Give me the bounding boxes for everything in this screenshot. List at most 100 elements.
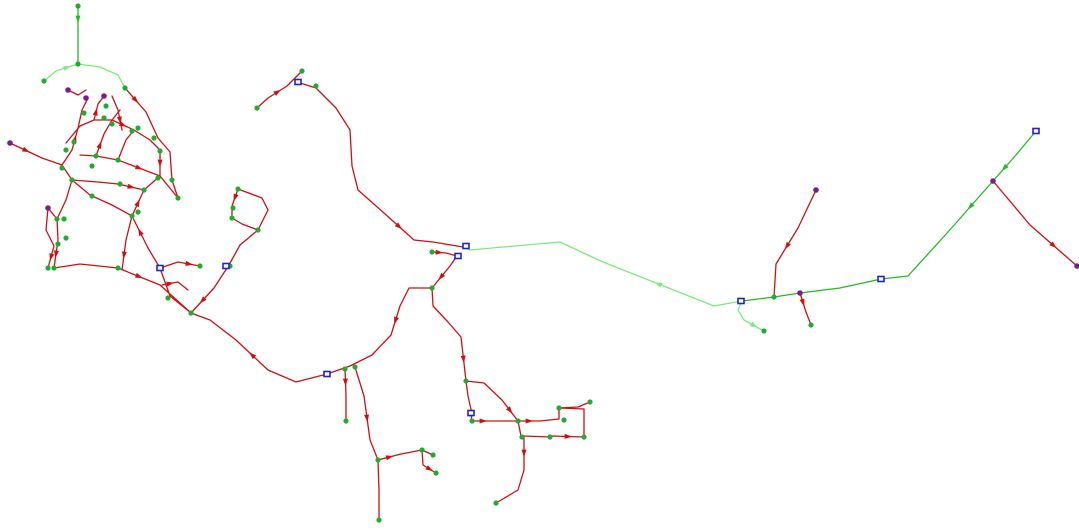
junction-node[interactable] xyxy=(122,85,128,91)
junction-node[interactable] xyxy=(429,285,435,291)
junction-node[interactable] xyxy=(342,366,348,372)
terminal-node[interactable] xyxy=(990,178,996,184)
pipe xyxy=(431,255,458,289)
junction-node[interactable] xyxy=(230,205,236,211)
terminal-node[interactable] xyxy=(813,187,819,193)
valve[interactable] xyxy=(462,242,470,250)
junction-node[interactable] xyxy=(587,399,593,405)
junction-node[interactable] xyxy=(313,83,319,89)
terminal-node[interactable] xyxy=(101,93,107,99)
valve[interactable] xyxy=(454,252,462,260)
junction-node[interactable] xyxy=(254,105,260,111)
terminal-node[interactable] xyxy=(45,205,51,211)
flow-arrow xyxy=(131,95,139,104)
junction-node[interactable] xyxy=(175,195,181,201)
junction-node[interactable] xyxy=(169,177,175,183)
junction-node[interactable] xyxy=(188,310,194,316)
junction-node[interactable] xyxy=(515,418,521,424)
junction-node[interactable] xyxy=(343,418,349,424)
junction-node[interactable] xyxy=(59,165,65,171)
junction-node[interactable] xyxy=(103,103,109,109)
junction-node[interactable] xyxy=(229,215,235,221)
junction-node[interactable] xyxy=(109,121,115,127)
junction-node[interactable] xyxy=(61,216,67,222)
junction-node[interactable] xyxy=(41,78,47,84)
junction-node[interactable] xyxy=(63,147,69,153)
flow-arrow xyxy=(394,316,399,325)
pipe xyxy=(9,142,91,196)
junction-node[interactable] xyxy=(429,249,435,255)
valve[interactable] xyxy=(467,409,475,417)
junction-node[interactable] xyxy=(81,110,87,116)
junction-node[interactable] xyxy=(255,227,261,233)
terminal-node[interactable] xyxy=(797,290,803,296)
junction-node[interactable] xyxy=(129,128,135,134)
valve[interactable] xyxy=(156,264,164,272)
junction-node[interactable] xyxy=(54,216,60,222)
junction-node[interactable] xyxy=(55,241,61,247)
junction-node[interactable] xyxy=(561,417,567,423)
junction-node[interactable] xyxy=(115,265,121,271)
pipe xyxy=(773,189,817,298)
junction-node[interactable] xyxy=(135,209,141,215)
terminal-node[interactable] xyxy=(1074,263,1079,269)
junction-node[interactable] xyxy=(556,405,562,411)
flow-arrow xyxy=(342,378,348,387)
junction-node[interactable] xyxy=(581,434,587,440)
junction-node[interactable] xyxy=(235,186,241,192)
junction-node[interactable] xyxy=(115,157,121,163)
junction-node[interactable] xyxy=(519,434,525,440)
junction-node[interactable] xyxy=(117,181,123,187)
junction-node[interactable] xyxy=(299,68,305,74)
junction-node[interactable] xyxy=(493,500,499,506)
valve[interactable] xyxy=(877,275,885,283)
junction-node[interactable] xyxy=(129,213,135,219)
junction-node[interactable] xyxy=(761,328,767,334)
junction-node[interactable] xyxy=(89,193,95,199)
junction-node[interactable] xyxy=(151,135,157,141)
flow-arrow xyxy=(185,260,194,266)
junction-node[interactable] xyxy=(771,294,777,300)
junction-node[interactable] xyxy=(89,163,95,169)
junction-node[interactable] xyxy=(808,322,814,328)
pipe xyxy=(79,154,179,199)
terminal-node[interactable] xyxy=(83,95,89,101)
junction-node[interactable] xyxy=(75,61,81,67)
junction-node[interactable] xyxy=(51,265,57,271)
junction-node[interactable] xyxy=(463,378,469,384)
flow-arrow xyxy=(134,199,140,208)
junction-node[interactable] xyxy=(165,295,171,301)
junction-node[interactable] xyxy=(375,457,381,463)
flow-arrow xyxy=(505,406,513,414)
valve[interactable] xyxy=(222,262,230,270)
junction-node[interactable] xyxy=(75,3,81,9)
junction-node[interactable] xyxy=(135,125,141,131)
junction-node[interactable] xyxy=(141,187,147,193)
flow-arrow xyxy=(116,116,122,125)
junction-node[interactable] xyxy=(69,177,75,183)
junction-node[interactable] xyxy=(157,148,163,154)
flow-arrow xyxy=(479,418,488,424)
valve[interactable] xyxy=(323,370,331,378)
flow-arrow xyxy=(273,89,282,96)
junction-node[interactable] xyxy=(197,263,203,269)
valve[interactable] xyxy=(737,297,745,305)
junction-node[interactable] xyxy=(547,434,553,440)
terminal-node[interactable] xyxy=(65,87,71,93)
junction-node[interactable] xyxy=(469,418,475,424)
valve[interactable] xyxy=(294,78,302,86)
flow-arrow xyxy=(138,228,144,237)
junction-node[interactable] xyxy=(352,364,358,370)
junction-node[interactable] xyxy=(63,235,69,241)
terminal-node[interactable] xyxy=(7,140,13,146)
junction-node[interactable] xyxy=(45,265,51,271)
junction-node[interactable] xyxy=(71,139,77,145)
junction-node[interactable] xyxy=(433,470,439,476)
junction-node[interactable] xyxy=(430,452,436,458)
junction-node[interactable] xyxy=(101,115,107,121)
junction-node[interactable] xyxy=(419,447,425,453)
junction-node[interactable] xyxy=(155,175,161,181)
valve[interactable] xyxy=(1032,127,1040,135)
junction-node[interactable] xyxy=(93,153,99,159)
junction-node[interactable] xyxy=(376,517,382,523)
